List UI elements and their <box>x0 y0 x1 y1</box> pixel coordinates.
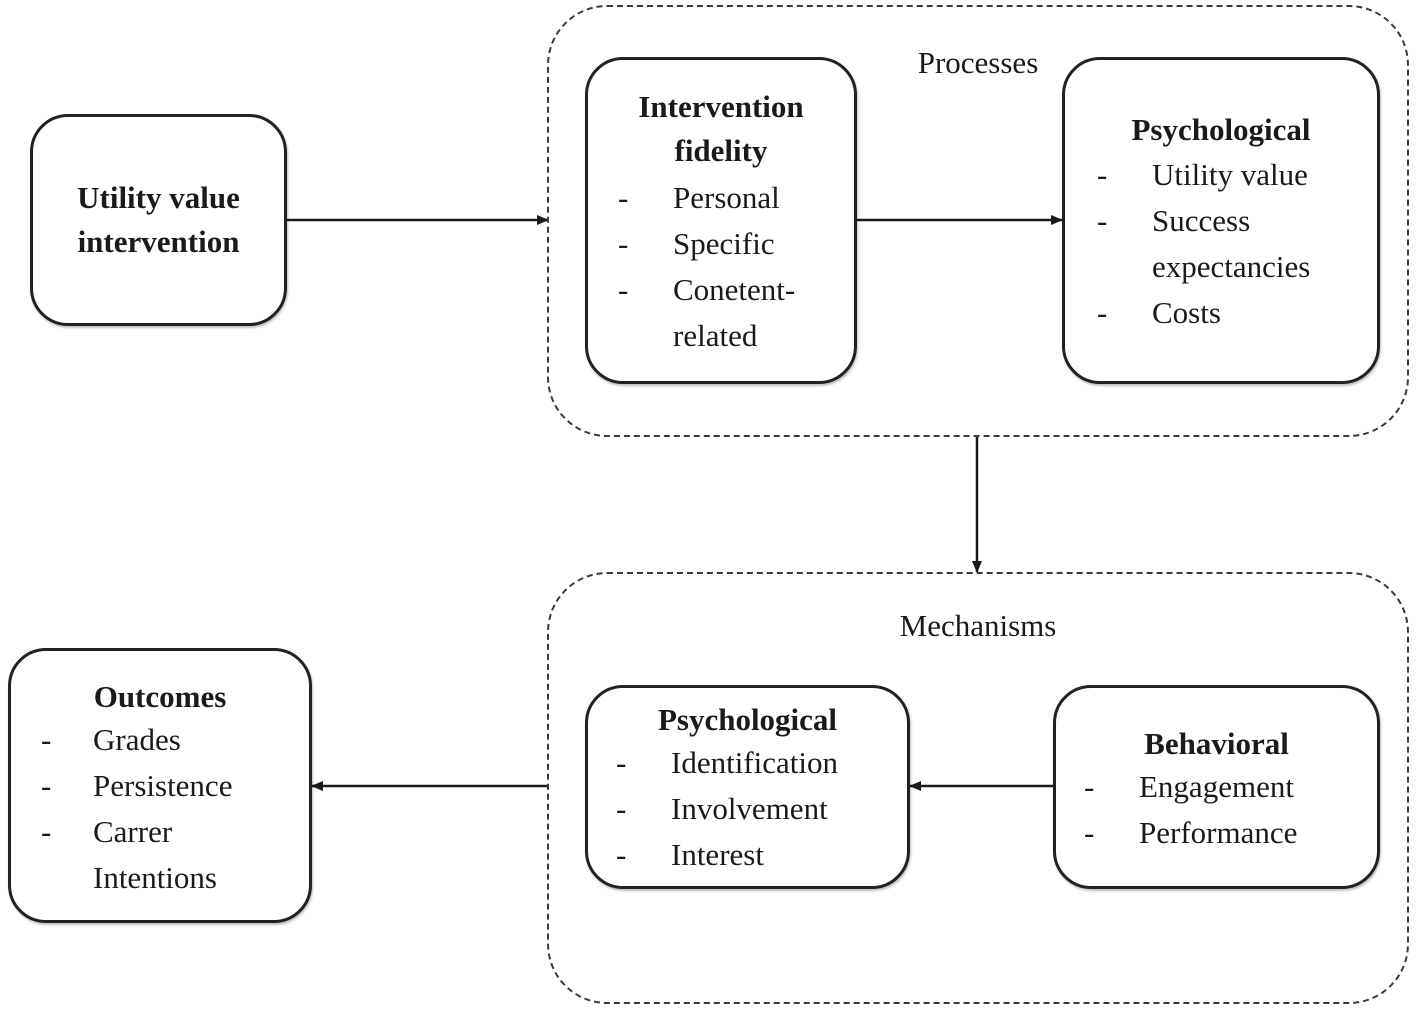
box-title: Utility value intervention <box>77 180 240 259</box>
behavioral-box: Behavioral -Engagement -Performance <box>1053 685 1380 889</box>
list-item: -Costs <box>1097 295 1221 330</box>
processes-label: Processes <box>917 45 1039 80</box>
list-item: -Carrer Intentions <box>41 814 217 895</box>
list-item: -Grades <box>41 722 181 757</box>
list-item: -Identification <box>616 745 838 780</box>
utility-value-intervention-box: Utility value intervention <box>30 114 287 326</box>
list-item: -Interest <box>616 837 764 872</box>
list-item: -Involvement <box>616 791 828 826</box>
list-item: -Conetent-related <box>618 272 796 353</box>
intervention-fidelity-box: Intervention fidelity -Personal -Specifi… <box>585 57 857 384</box>
mechanisms-group: Mechanisms <box>547 572 1409 1004</box>
box-title: Behavioral <box>1144 726 1289 761</box>
mechanisms-psychological-box: Psychological -Identification -Involveme… <box>585 685 910 889</box>
list-item: -Utility value <box>1097 157 1308 192</box>
mechanisms-label: Mechanisms <box>899 608 1057 643</box>
box-title: Intervention fidelity <box>638 89 804 168</box>
box-title: Psychological <box>657 702 838 737</box>
box-title: Psychological <box>1131 112 1311 147</box>
processes-psychological-box: Psychological -Utility value -Success ex… <box>1062 57 1380 384</box>
box-title: Outcomes <box>93 679 227 714</box>
list-item: -Persistence <box>41 768 233 803</box>
processes-group: Processes <box>547 5 1409 437</box>
list-item: -Engagement <box>1084 769 1294 804</box>
list-item: -Specific <box>618 226 775 261</box>
list-item: -Personal <box>618 180 780 215</box>
list-item: -Success expectancies <box>1097 203 1311 284</box>
outcomes-box: Outcomes -Grades -Persistence -Carrer In… <box>8 648 312 923</box>
list-item: -Performance <box>1084 815 1298 850</box>
